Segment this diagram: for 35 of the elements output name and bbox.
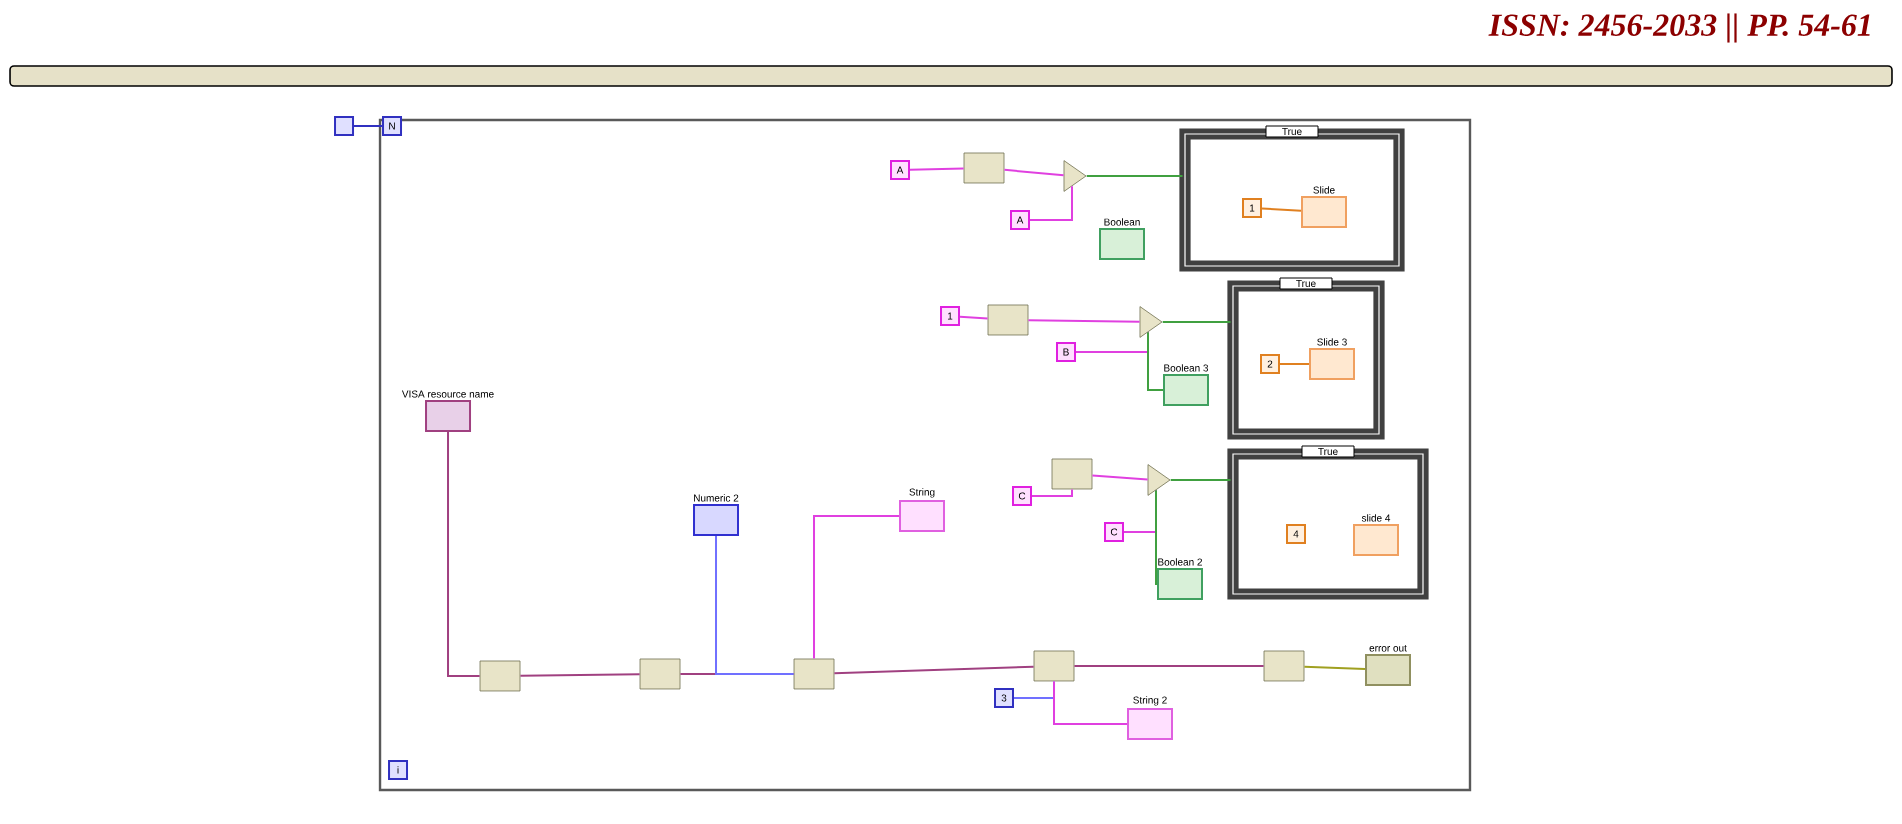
wire xyxy=(1085,175,1184,177)
wire xyxy=(447,431,481,677)
function-box xyxy=(793,658,835,690)
comparator-triangle xyxy=(1139,306,1163,338)
comparator-triangle xyxy=(1063,160,1087,192)
wire xyxy=(1029,185,1073,221)
wire xyxy=(1031,488,1073,497)
wire xyxy=(1261,207,1302,212)
wire xyxy=(1053,680,1128,725)
wire xyxy=(1279,363,1310,365)
wire xyxy=(715,535,795,675)
function-box xyxy=(1051,458,1093,490)
function-box xyxy=(987,304,1029,336)
wire xyxy=(1169,479,1232,481)
wire xyxy=(1027,319,1141,323)
wire xyxy=(353,125,383,127)
function-box xyxy=(1033,650,1075,682)
header-text: ISSN: 2456-2033 || PP. 54-61 xyxy=(1488,13,1870,43)
function-box xyxy=(1263,650,1305,682)
comparator-triangle xyxy=(1147,464,1171,496)
wire xyxy=(813,515,900,660)
constant-box xyxy=(334,116,354,136)
wire xyxy=(959,315,989,320)
function-box xyxy=(963,152,1005,184)
wire xyxy=(1003,168,1065,177)
wire xyxy=(909,167,965,171)
wire xyxy=(1303,665,1366,671)
wire xyxy=(1147,331,1164,391)
function-box xyxy=(479,660,521,692)
wire xyxy=(1073,665,1265,667)
wire xyxy=(1161,321,1232,323)
wire xyxy=(833,665,1035,675)
wire xyxy=(519,673,641,677)
wire xyxy=(1091,474,1149,481)
function-box xyxy=(639,658,681,690)
